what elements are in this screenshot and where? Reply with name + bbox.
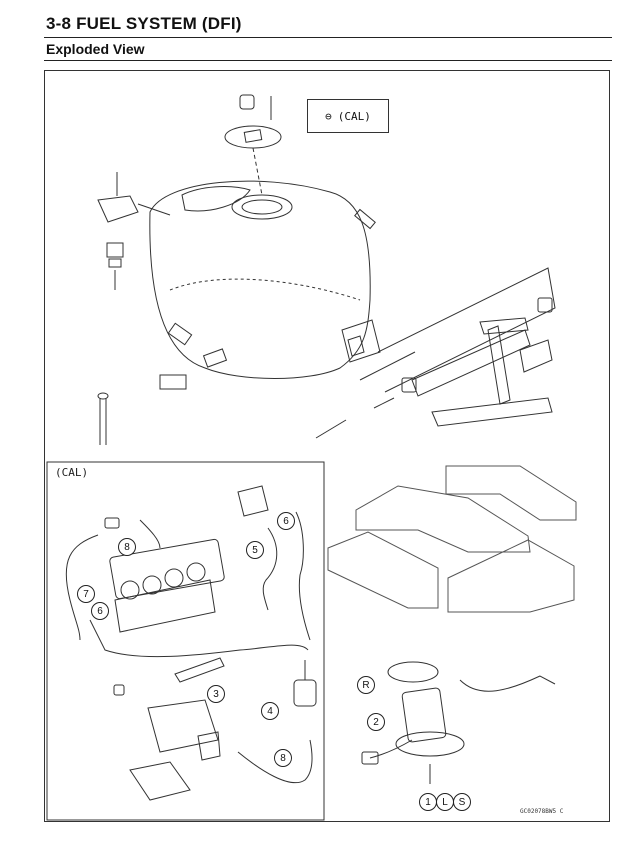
callout-8-lower: 8 bbox=[274, 749, 292, 767]
bracket-leader bbox=[137, 203, 171, 216]
gasket-outline-2 bbox=[355, 485, 531, 553]
tank-filler-inner bbox=[241, 199, 283, 215]
hose-6-right bbox=[295, 511, 311, 641]
frame-arm bbox=[479, 317, 529, 335]
frame-rail bbox=[431, 397, 553, 427]
frame-section bbox=[519, 339, 553, 373]
drawing-code: GC02078BW5 C bbox=[520, 808, 564, 815]
connector-left bbox=[104, 517, 120, 529]
mount-bracket-left bbox=[97, 195, 139, 223]
callout-6-left: 6 bbox=[91, 602, 109, 620]
throttle-bore-1 bbox=[120, 580, 140, 600]
throttle-bore-3 bbox=[164, 568, 184, 588]
throttle-body-assembly bbox=[109, 538, 225, 600]
canister-symbol-icon: ⊖ bbox=[325, 109, 332, 123]
callout-8-upper: 8 bbox=[118, 538, 136, 556]
callout-4: 4 bbox=[261, 702, 279, 720]
fuel-cap-ring bbox=[224, 125, 282, 149]
rubber-pad-2 bbox=[202, 348, 228, 368]
canister-bracket bbox=[129, 761, 191, 801]
hose-upper bbox=[139, 519, 161, 549]
callout-2: 2 bbox=[367, 713, 385, 731]
cap-drop-line bbox=[252, 147, 263, 196]
upper-bracket bbox=[237, 485, 269, 517]
view-subtitle: Exploded View bbox=[46, 41, 145, 57]
callout-L: L bbox=[436, 793, 454, 811]
callout-1: 1 bbox=[419, 793, 437, 811]
hose-5 bbox=[262, 527, 278, 611]
rear-pin bbox=[373, 397, 395, 409]
fuel-tank bbox=[149, 180, 371, 379]
fuel-cap-square bbox=[243, 129, 263, 143]
pump-connector bbox=[361, 751, 379, 765]
rubber-pad-3 bbox=[159, 374, 187, 390]
pump-flange bbox=[395, 731, 465, 757]
gasket-outline-4 bbox=[447, 539, 575, 613]
callout-7: 7 bbox=[77, 585, 95, 603]
rear-bolt bbox=[315, 419, 347, 439]
callout-S: S bbox=[453, 793, 471, 811]
drain-clamp bbox=[97, 392, 109, 400]
tank-contour bbox=[169, 278, 361, 301]
damper-collar bbox=[108, 258, 122, 268]
pump-hose bbox=[459, 675, 556, 692]
frame-knob-left bbox=[401, 377, 417, 393]
callout-5: 5 bbox=[246, 541, 264, 559]
cal-inset-label: (CAL) bbox=[55, 466, 89, 479]
hose-7 bbox=[65, 534, 99, 641]
rear-bracket-plate bbox=[347, 335, 365, 357]
rubber-pad-right bbox=[354, 208, 376, 230]
pump-wiring bbox=[369, 739, 413, 759]
throttle-bore-2 bbox=[142, 575, 162, 595]
cal-legend-box: ⊖ (CAL) bbox=[307, 99, 389, 133]
cal-inset-box bbox=[46, 461, 325, 821]
separator-valve bbox=[293, 679, 317, 707]
hose-6-left bbox=[89, 619, 309, 658]
callout-3: 3 bbox=[207, 685, 225, 703]
cal-legend-text: (CAL) bbox=[337, 109, 371, 123]
title-rule bbox=[44, 37, 612, 38]
frame-post bbox=[487, 325, 511, 405]
fuel-pump-body bbox=[401, 687, 447, 743]
frame-leader bbox=[359, 351, 416, 381]
canister-lid bbox=[197, 731, 221, 761]
intake-runners bbox=[114, 579, 216, 633]
frame-crossbar bbox=[411, 329, 531, 397]
rear-bracket bbox=[341, 319, 381, 363]
damper bbox=[106, 242, 124, 258]
tank-top-recess bbox=[181, 186, 251, 212]
diagram-frame bbox=[44, 70, 610, 822]
vent-cap bbox=[239, 94, 255, 110]
callout-6-right: 6 bbox=[277, 512, 295, 530]
subtitle-rule bbox=[44, 60, 612, 61]
hose-8-bottom bbox=[237, 739, 313, 784]
rubber-pad-1 bbox=[167, 322, 193, 346]
gasket-outline-1 bbox=[445, 465, 577, 521]
canister bbox=[147, 699, 219, 753]
gasket-outline-3 bbox=[327, 531, 439, 609]
section-title: 3-8 FUEL SYSTEM (DFI) bbox=[46, 14, 242, 33]
frame-knob-right bbox=[537, 297, 553, 313]
connector-small bbox=[113, 684, 125, 696]
tank-filler-ring bbox=[231, 194, 293, 220]
harness-strap bbox=[174, 657, 225, 683]
frame-perspective bbox=[377, 267, 556, 393]
throttle-bore-4 bbox=[186, 562, 206, 582]
pump-gasket bbox=[387, 661, 439, 683]
callout-R: R bbox=[357, 676, 375, 694]
